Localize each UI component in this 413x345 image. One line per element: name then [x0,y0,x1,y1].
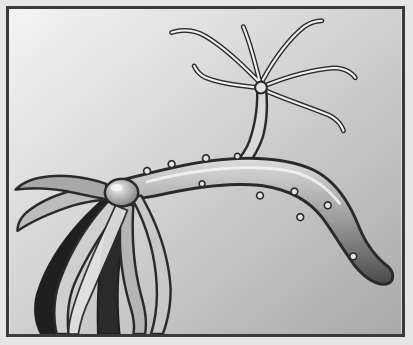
hypostome [105,179,138,206]
hydra-illustration [9,9,402,334]
illustration-frame [6,6,405,337]
